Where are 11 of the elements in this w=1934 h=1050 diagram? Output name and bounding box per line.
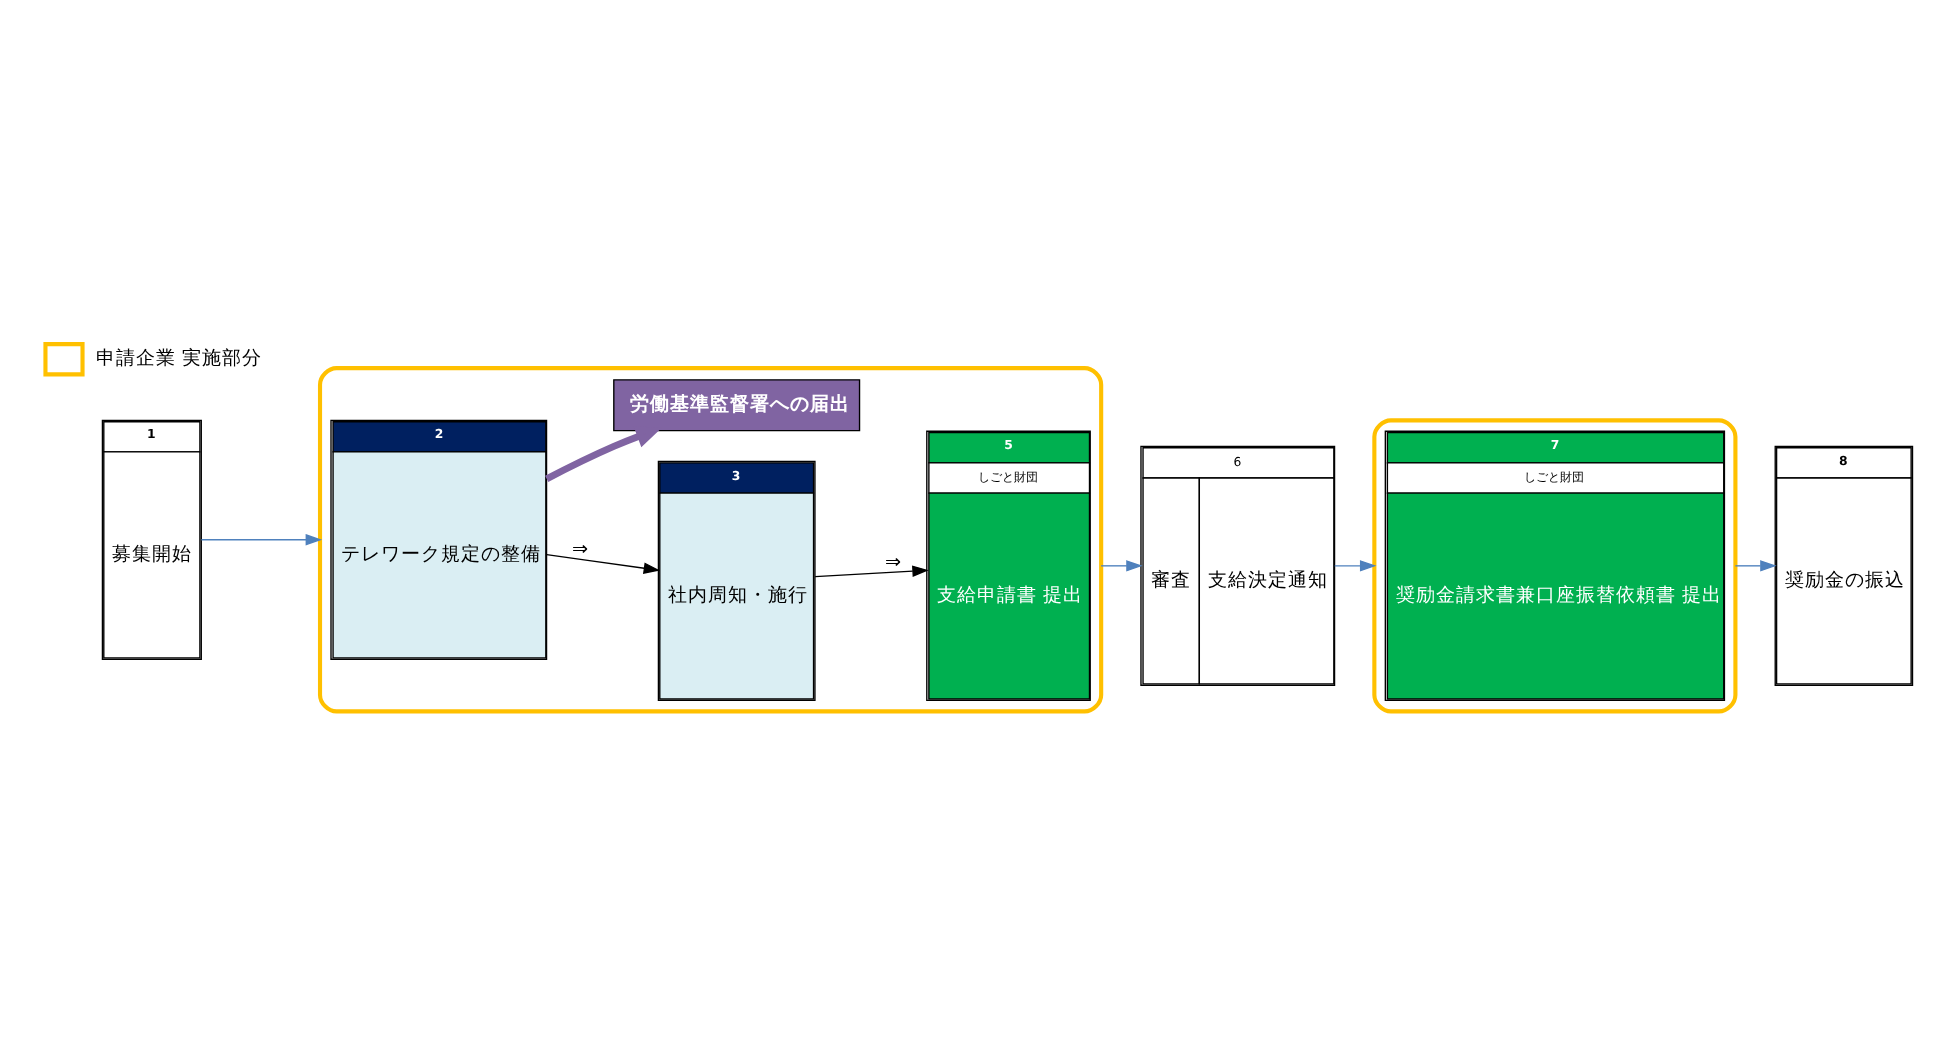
edge-label: ⇒ bbox=[571, 539, 588, 562]
arrow bbox=[813, 565, 928, 578]
legend-label: 申請企業 実施部分 bbox=[94, 348, 261, 371]
arrow bbox=[544, 426, 661, 482]
cluster bbox=[316, 366, 1103, 714]
arrow bbox=[1333, 560, 1376, 572]
arrow bbox=[1099, 560, 1142, 572]
arrow bbox=[199, 534, 322, 546]
arrow bbox=[545, 553, 660, 574]
arrow bbox=[1733, 560, 1776, 572]
edge-label: ⇒ bbox=[884, 551, 901, 574]
